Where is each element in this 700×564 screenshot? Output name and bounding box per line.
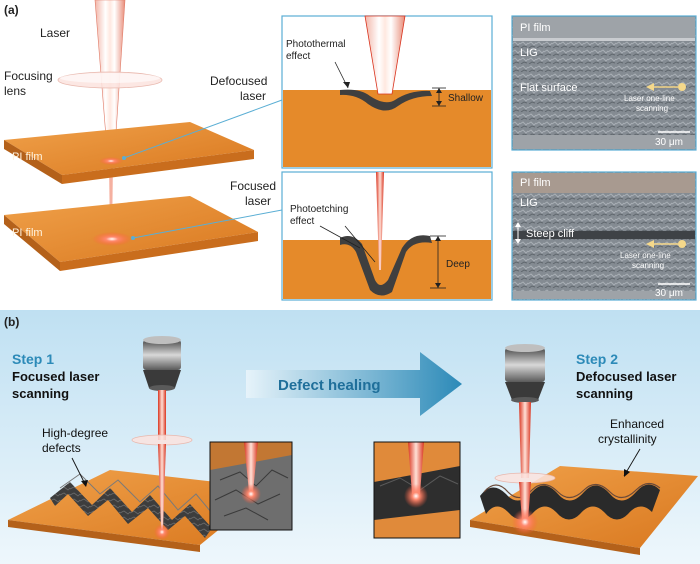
step1-laser-head (131, 336, 193, 540)
defocused-laser-label-1: Defocused (210, 74, 267, 88)
sem-bottom-scan-arrow (646, 240, 686, 248)
defocused-laser-label-2: laser (240, 89, 266, 103)
defect-healing-arrow (246, 352, 462, 416)
cross-section-deep (281, 171, 493, 301)
sem-top-scan-1: Laser one-line (624, 94, 675, 103)
step2-title: Step 2 (576, 351, 618, 367)
photothermal-label-1: Photothermal (286, 39, 345, 50)
step2-zoom-inset (373, 441, 461, 539)
sem-bottom-lig: LIG (520, 197, 538, 209)
pi-film-top-label: PI film (12, 151, 43, 163)
depth-shallow-label: Shallow (448, 93, 484, 104)
sem-image-top (511, 15, 697, 151)
photoetching-label-2: effect (290, 216, 314, 227)
enhanced-label-1: Enhanced (610, 417, 664, 431)
focusing-lens-label-1: Focusing (4, 69, 53, 83)
sem-image-bottom (511, 171, 697, 301)
sem-bottom-feature: Steep cliff (526, 228, 575, 240)
step2-desc-1: Defocused laser (576, 369, 676, 384)
step1-desc-1: Focused laser (12, 369, 99, 384)
connector-bottom (132, 209, 283, 239)
depth-deep-label: Deep (446, 259, 470, 270)
panel-b-label: (b) (4, 315, 19, 329)
step2-desc-2: scanning (576, 386, 633, 401)
laser-beam-left (94, 0, 126, 238)
defects-label-2: defects (42, 441, 81, 455)
enhanced-label-2: crystallinity (598, 432, 657, 446)
defects-label-1: High-degree (42, 426, 108, 440)
sem-top-lig: LIG (520, 47, 538, 59)
connector-top (123, 99, 283, 159)
sem-top-scan-2: scanning (636, 104, 668, 113)
panel-a-label: (a) (4, 3, 19, 17)
focused-laser-label-2: laser (245, 194, 271, 208)
sem-top-pi-film: PI film (520, 22, 551, 34)
step2-laser-head (494, 344, 556, 535)
sem-bottom-scan-2: scanning (632, 261, 664, 270)
step1-desc-2: scanning (12, 386, 69, 401)
step1-zoom-inset (209, 441, 293, 531)
cross-section-shallow (281, 15, 493, 169)
pi-film-top-plate (4, 122, 254, 184)
photoetching-label-1: Photoetching (290, 204, 348, 215)
laser-label: Laser (40, 26, 70, 40)
pi-film-bottom-plate (4, 196, 258, 271)
photothermal-label-2: effect (286, 51, 310, 62)
step1-title: Step 1 (12, 351, 54, 367)
depth-marker-deep (430, 235, 446, 289)
sem-top-scan-arrow (646, 83, 686, 91)
depth-marker-shallow (432, 87, 446, 107)
defect-healing-label: Defect healing (278, 377, 381, 394)
sem-bottom-pi-film: PI film (520, 177, 551, 189)
sem-top-scalebar: 30 μm (655, 137, 683, 148)
sem-bottom-scalebar: 30 μm (655, 288, 683, 299)
steep-cliff-marker (515, 222, 521, 244)
sem-bottom-scan-1: Laser one-line (620, 251, 671, 260)
focused-laser-label-1: Focused (230, 179, 276, 193)
focusing-lens-label-2: lens (4, 84, 26, 98)
sem-top-feature: Flat surface (520, 82, 577, 94)
pi-film-bottom-label: PI film (12, 227, 43, 239)
